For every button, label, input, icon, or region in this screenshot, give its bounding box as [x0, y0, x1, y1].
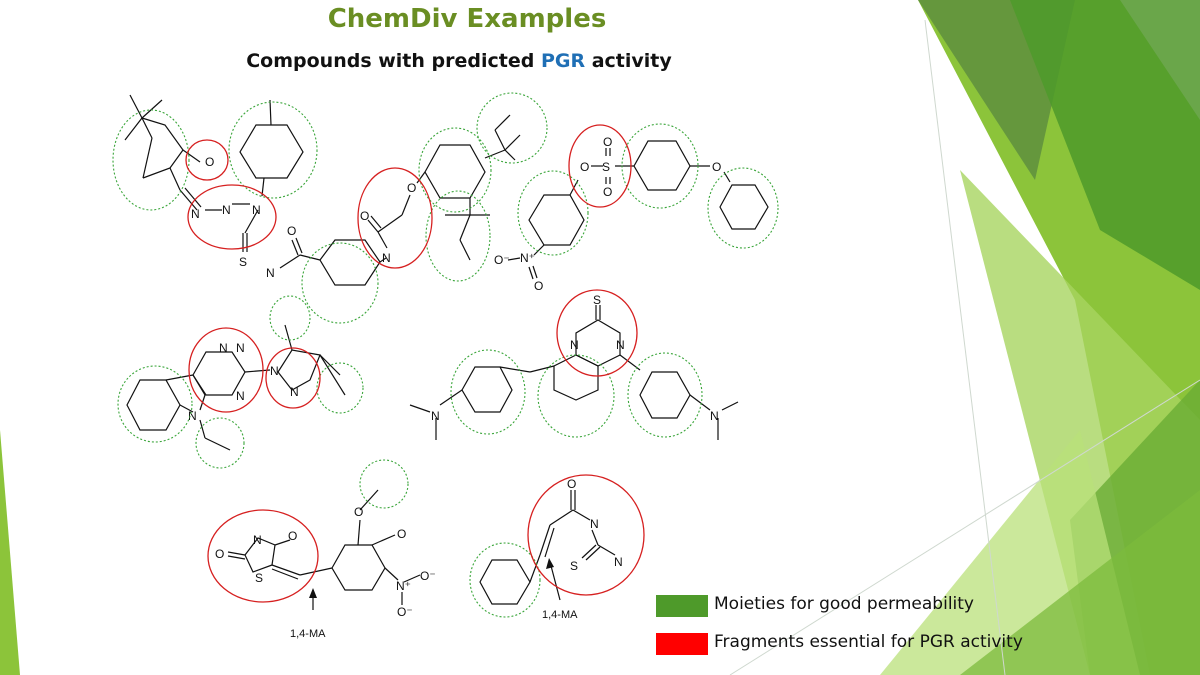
atom-n: N	[382, 251, 391, 265]
atom-n: N	[290, 385, 299, 399]
molecule-benzamide-phenoxyacetamide: O N N O O	[266, 92, 548, 324]
atom-s: S	[255, 571, 263, 585]
atom-o: O	[534, 279, 543, 293]
atom-o: O	[360, 209, 369, 223]
atom-o: O	[288, 529, 297, 543]
molecule-camphor-thiosemicarbazone: O N N N S	[112, 94, 318, 269]
slide-title: ChemDiv Examples	[327, 4, 607, 34]
molecule-cinnamoyl-thiourea: O N S N 1,4-MA	[469, 474, 645, 621]
legend-label-green: Moieties for good permeability	[714, 594, 974, 614]
subtitle-prefix: Compounds with predicted	[246, 50, 541, 72]
slide-subtitle: Compounds with predicted PGR activity	[0, 50, 918, 72]
atom-n: N	[616, 338, 625, 352]
atom-n: N	[590, 517, 599, 531]
atom-o-minus: O⁻	[397, 605, 413, 619]
atom-o: O	[603, 135, 612, 149]
atom-o: O	[407, 181, 416, 195]
atom-n: N	[614, 555, 623, 569]
atom-o: O	[712, 160, 721, 174]
atom-s: S	[570, 559, 578, 573]
legend-label-red: Fragments essential for PGR activity	[714, 632, 1023, 652]
atom-n: N	[188, 409, 197, 423]
atom-o-minus: O⁻	[494, 253, 510, 267]
atom-o: O	[397, 527, 406, 541]
atom-s: S	[239, 255, 247, 269]
annotation-1-4-ma-right: 1,4-MA	[542, 609, 578, 621]
atom-n: N	[236, 389, 245, 403]
atom-n: N	[253, 533, 262, 547]
atom-n: N	[252, 203, 261, 217]
atom-o: O	[287, 224, 296, 238]
atom-n: N	[222, 203, 231, 217]
atom-o: O	[580, 160, 589, 174]
molecule-quinazolinethione: S N N N N	[409, 289, 739, 440]
atom-n: N	[431, 409, 440, 423]
atom-n: N	[219, 341, 228, 355]
atom-n: N	[236, 341, 245, 355]
atom-o-minus: O⁻	[420, 569, 436, 583]
atom-n: N	[270, 364, 279, 378]
atom-s: S	[593, 293, 601, 307]
atom-n-plus: N⁺	[396, 579, 411, 593]
atom-n: N	[570, 338, 579, 352]
atom-o: O	[603, 185, 612, 199]
molecule-indolotriazine-pyrazoline: N N N N N N	[117, 295, 364, 469]
atom-o: O	[205, 155, 214, 169]
annotation-1-4-ma-left: 1,4-MA	[290, 628, 326, 640]
atom-n: N	[710, 409, 719, 423]
molecule-nitrophenyl-sulfonate: O S O O O N⁺ O⁻ O	[494, 123, 779, 293]
molecule-thiazolidinedione: O N O S O O N⁺ O⁻ O⁻ 1,4-MA	[207, 459, 436, 640]
subtitle-pgr: PGR	[540, 50, 586, 72]
atom-n-plus: N⁺	[520, 251, 535, 265]
legend-swatch-red	[656, 633, 708, 655]
atom-o: O	[567, 477, 576, 491]
atom-n: N	[266, 266, 275, 280]
atom-n: N	[191, 207, 200, 221]
atom-o: O	[354, 505, 363, 519]
subtitle-suffix: activity	[585, 50, 672, 72]
atom-o: O	[215, 547, 224, 561]
atom-s: S	[602, 160, 610, 174]
legend-swatch-green	[656, 595, 708, 617]
